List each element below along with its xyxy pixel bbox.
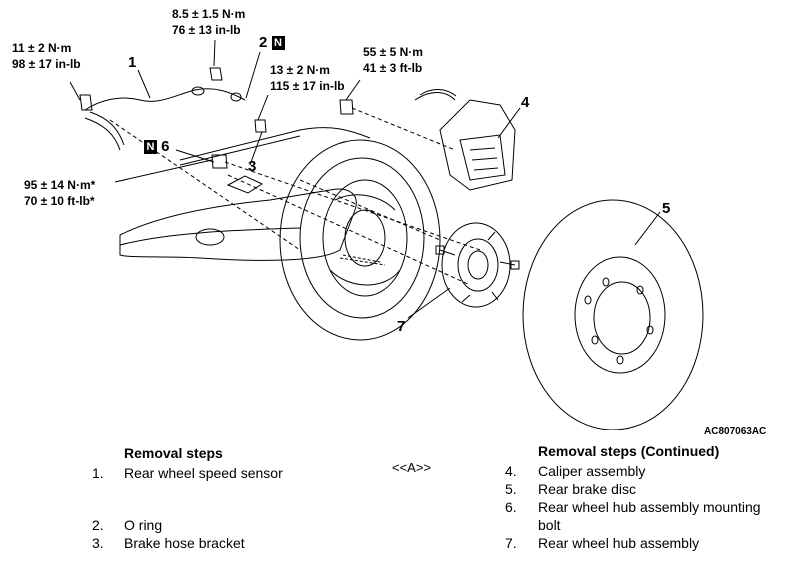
torque-value-ftlb: 41 ± 3 ft-lb — [363, 61, 423, 75]
brake-hose — [179, 127, 371, 161]
list-item: 3. Brake hose bracket — [92, 534, 352, 552]
step-text: Rear wheel hub assembly mounting bolt — [538, 499, 761, 533]
removal-steps-heading: Removal steps — [124, 445, 223, 461]
bolt-caliper — [339, 99, 354, 115]
step-number: 7. — [505, 535, 517, 551]
torque-label-speed-sensor-bolt: 11 ± 2 N·m 98 ± 17 in-lb — [12, 40, 81, 72]
torque-value-nm: 8.5 ± 1.5 N·m — [172, 7, 246, 21]
callout-1: 1 — [128, 54, 137, 71]
step-text: Caliper assembly — [538, 463, 646, 479]
list-item: 1. Rear wheel speed sensor — [92, 464, 352, 482]
step-text: Rear brake disc — [538, 481, 637, 497]
step-text: Rear wheel speed sensor — [124, 465, 283, 481]
list-item: 5. Rear brake disc — [505, 480, 785, 498]
step-text: Brake hose bracket — [124, 535, 245, 551]
caliper-assembly — [414, 89, 516, 191]
torque-value-inlb: 76 ± 13 in-lb — [172, 23, 241, 37]
torque-value-inlb: 115 ± 17 in-lb — [270, 79, 345, 93]
step-number: 6. — [505, 499, 517, 515]
callout-6-number: 6 — [161, 138, 170, 155]
torque-label-hose-bracket-bolt: 13 ± 2 N·m 115 ± 17 in-lb — [270, 62, 345, 94]
bolt-hub-mounting — [211, 154, 228, 169]
suspension-arm — [119, 188, 357, 261]
bolt-speed-sensor — [79, 94, 93, 111]
callout-7: 7 — [397, 318, 406, 335]
list-item: 4. Caliper assembly — [505, 462, 785, 480]
torque-value-nm: 55 ± 5 N·m — [363, 45, 423, 59]
list-item: 6. Rear wheel hub assembly mounting bolt — [505, 498, 785, 534]
torque-value-ftlb: 70 ± 10 ft-lb* — [24, 194, 95, 208]
step-number: 4. — [505, 463, 517, 479]
torque-label-sensor-bracket-bolt: 8.5 ± 1.5 N·m 76 ± 13 in-lb — [172, 6, 245, 38]
list-item: 7. Rear wheel hub assembly — [505, 534, 785, 552]
speed-sensor-harness — [84, 88, 246, 111]
exploded-brake-diagram — [69, 39, 704, 430]
torque-label-hub-mounting-bolt: 95 ± 14 N·m* 70 ± 10 ft-lb* — [24, 177, 95, 209]
figure-id: AC807063AC — [704, 426, 767, 437]
torque-value-nm: 13 ± 2 N·m — [270, 63, 330, 77]
step-number: 1. — [92, 465, 104, 481]
step-text: Rear wheel hub assembly — [538, 535, 700, 551]
list-item: 2. O ring — [92, 516, 352, 534]
removal-steps-right: Removal steps (Continued) 4. Caliper ass… — [505, 442, 785, 552]
brake-disc — [522, 199, 704, 430]
removal-steps-left: Removal steps 1. Rear wheel speed sensor… — [92, 444, 352, 552]
torque-value-nm: 11 ± 2 N·m — [12, 41, 72, 55]
removal-steps-continued-heading: Removal steps (Continued) — [538, 443, 720, 459]
torque-label-caliper-bolt: 55 ± 5 N·m 41 ± 3 ft-lb — [363, 44, 423, 76]
brake-backing-plate — [279, 139, 441, 341]
wheel-hub-assembly — [435, 222, 520, 308]
bolt-sensor-bracket — [209, 67, 223, 81]
step-number: 3. — [92, 535, 104, 551]
callout-6-new-part-badge: N — [144, 140, 157, 155]
torque-value-nm: 95 ± 14 N·m* — [24, 178, 96, 192]
callout-3: 3 — [248, 158, 257, 175]
callout-5: 5 — [662, 200, 671, 217]
step-text: O ring — [124, 517, 163, 533]
callout-6: N 6 — [144, 138, 170, 155]
torque-value-inlb: 98 ± 17 in-lb — [12, 57, 81, 71]
callout-2-new-part-badge: N — [271, 36, 285, 51]
callout-2: 2 N — [259, 34, 285, 51]
callout-4: 4 — [521, 94, 530, 111]
step-number: 2. — [92, 517, 104, 533]
step-number: 5. — [505, 481, 517, 497]
bolt-hose-bracket — [254, 119, 267, 133]
callout-2-number: 2 — [259, 34, 268, 51]
procedure-tag: <<A>> — [392, 460, 432, 475]
